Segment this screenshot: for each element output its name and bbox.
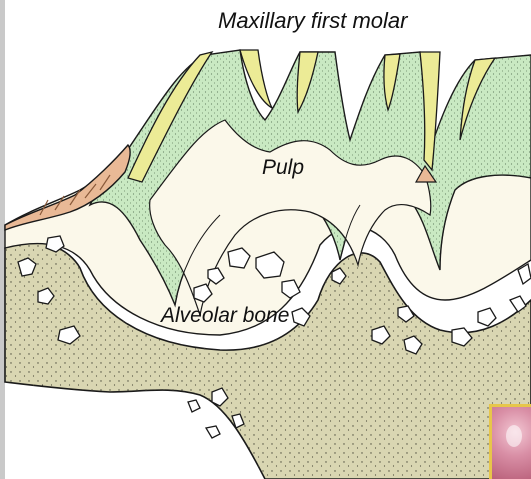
photo-thumbnail — [489, 404, 531, 479]
photo-highlight — [506, 425, 522, 447]
pulp-label: Pulp — [262, 156, 304, 180]
alveolar-bone-label: Alveolar bone — [161, 304, 289, 328]
diagram-title: Maxillary first molar — [218, 8, 407, 34]
